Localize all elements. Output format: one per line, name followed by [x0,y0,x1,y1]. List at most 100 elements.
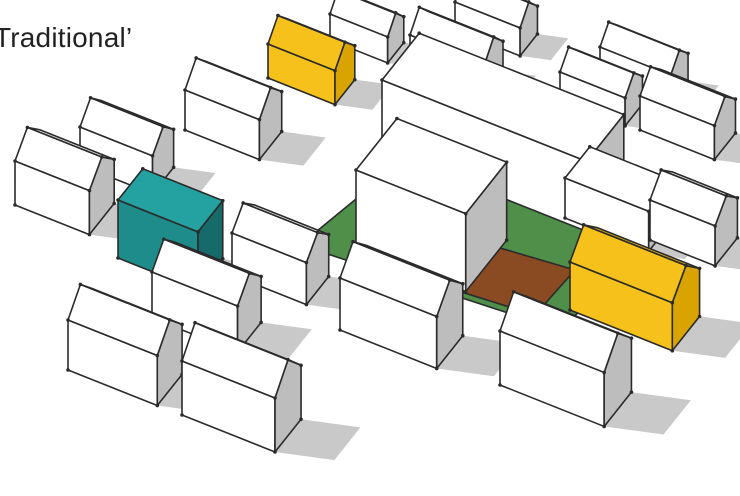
caption-text: Traditional’ [0,22,133,53]
corner-dot [299,363,303,368]
corner-dot [511,290,516,294]
corner-dot [623,96,627,100]
house-left-2 [78,95,176,196]
corner-dot [670,348,675,353]
corner-dot [167,318,172,322]
corner-dot [247,271,252,276]
corner-dot [180,322,184,327]
corner-dot [180,413,184,417]
corner-dot [504,238,509,242]
corner-dot [273,396,277,400]
corner-dot [735,196,740,200]
corner-dot [434,314,439,319]
corner-dot [196,230,200,234]
corner-dot [180,359,184,363]
corner-dot [354,168,358,172]
corner-dot [713,264,717,268]
house-left-1 [183,56,284,162]
corner-dot [447,278,452,282]
corner-dot [259,320,263,325]
corner-dot [659,168,663,172]
house-front-2 [180,320,303,454]
corner-dot [631,71,636,75]
corner-dot [686,51,690,56]
house-front-1 [66,282,184,408]
corner-dot [463,211,468,216]
corner-dot [328,12,332,16]
corner-dot [581,223,586,227]
corner-dot [299,417,303,422]
corner-dot [518,54,522,58]
corner-dot [498,383,502,387]
corner-dot [257,117,262,122]
corner-dot [87,188,92,193]
house-right-1 [648,168,740,268]
corner-dot [338,276,342,280]
corner-dot [266,76,270,80]
corner-dot [724,194,729,198]
corner-dot [150,154,155,158]
corner-dot [563,176,567,180]
corner-dot [629,390,634,394]
corner-dot [684,263,688,268]
corner-dot [25,125,30,130]
corner-dot [518,26,522,30]
corner-dot [588,145,592,149]
house-shadow [259,131,326,166]
corner-dot [648,64,653,69]
corner-dot [401,14,406,19]
corner-dot [338,328,342,332]
house-shadow [520,34,569,61]
corner-dot [602,424,606,429]
house-yellow-right [568,223,702,353]
large-block-front [354,116,509,294]
corner-dot [266,42,270,46]
corner-dot [434,366,439,371]
corner-dot [161,124,165,129]
corner-dot [697,314,702,319]
corner-dot [385,35,390,39]
corner-dot [304,260,309,265]
corner-dot [286,357,290,362]
corner-dot [385,61,390,65]
corner-dot [279,89,284,94]
corner-dot [491,35,496,39]
house-mid-1 [230,201,331,307]
house-shadow [604,392,691,435]
corner-dot [13,159,17,163]
house-yellow-top [266,13,357,107]
corner-dot [343,40,347,44]
corner-dot [460,281,465,286]
house-shadow [436,335,520,377]
corner-dot [463,289,468,294]
corner-dot [141,167,145,171]
corner-dot [259,274,263,279]
corner-dot [697,266,702,271]
corner-dot [733,131,738,135]
corner-dot [638,128,642,132]
corner-dot [194,56,198,60]
corner-dot [333,102,337,107]
house-back-6 [638,64,738,162]
corner-dot [723,94,727,99]
corner-dot [712,123,717,128]
corner-dot [315,230,320,235]
corner-dot [116,256,120,260]
corner-dot [78,282,83,287]
corner-dot [268,85,273,90]
corner-dot [171,165,176,170]
corner-dot [498,329,502,333]
corner-dot [155,403,160,408]
corner-dot [453,0,457,4]
corner-dot [257,157,262,162]
corner-dot [241,201,245,205]
corner-dot [220,198,225,203]
corner-dot [504,160,509,164]
corner-dot [735,236,740,240]
corner-dot [408,33,412,37]
corner-dot [88,95,93,100]
corner-dot [183,128,187,132]
corner-dot [304,302,309,307]
